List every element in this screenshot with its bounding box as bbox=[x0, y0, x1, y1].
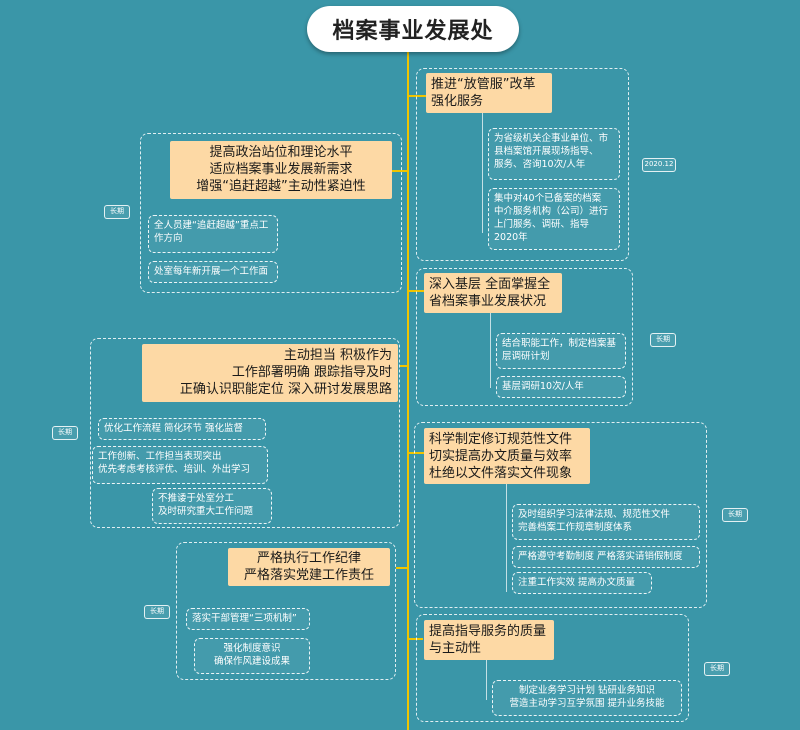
branch-group-initiative bbox=[90, 338, 400, 528]
branch-group-politics bbox=[140, 133, 402, 293]
deadline-tag: 长期 bbox=[650, 333, 676, 347]
connector bbox=[396, 567, 407, 569]
branch-main-politics: 提高政治站位和理论水平 适应档案事业发展新需求 增强“追赶超越”主动性紧迫性 bbox=[170, 141, 392, 199]
branch-main-grassroots: 深入基层 全面掌握全 省档案事业发展状况 bbox=[424, 273, 562, 313]
branch-main-discipline: 严格执行工作纪律 严格落实党建工作责任 bbox=[228, 548, 390, 586]
branch-group-documents bbox=[414, 422, 707, 608]
sub-connector bbox=[486, 660, 487, 700]
sub-node: 全人员建“追赶超越”重点工 作方向 bbox=[148, 215, 278, 253]
sub-node: 为省级机关企事业单位、市 县档案馆开展现场指导、 服务、咨询10次/人年 bbox=[488, 128, 620, 180]
sub-node: 集中对40个已备案的档案 中介服务机构（公司）进行 上门服务、调研、指导 202… bbox=[488, 188, 620, 250]
connector bbox=[409, 452, 425, 454]
sub-node: 结合职能工作，制定档案基 层调研计划 bbox=[496, 333, 626, 369]
connector bbox=[409, 290, 427, 292]
deadline-tag: 长期 bbox=[144, 605, 170, 619]
sub-node: 及时组织学习法律法规、规范性文件 完善档案工作规章制度体系 bbox=[512, 504, 700, 540]
connector bbox=[400, 365, 407, 367]
page-title: 档案事业发展处 bbox=[307, 6, 519, 52]
deadline-tag: 长期 bbox=[704, 662, 730, 676]
sub-connector bbox=[482, 113, 483, 233]
sub-node: 工作创新、工作担当表现突出 优先考虑考核评优、培训、外出学习 bbox=[92, 446, 268, 484]
branch-group-reform bbox=[416, 68, 629, 261]
branch-group-grassroots bbox=[416, 268, 633, 406]
sub-node: 不推诿于处室分工 及时研究重大工作问题 bbox=[152, 488, 272, 524]
sub-node: 处室每年新开展一个工作面 bbox=[148, 261, 278, 283]
branch-main-guidance: 提高指导服务的质量 与主动性 bbox=[424, 620, 554, 660]
deadline-tag: 长期 bbox=[722, 508, 748, 522]
sub-node: 严格遵守考勤制度 严格落实请销假制度 bbox=[512, 546, 700, 568]
sub-node: 强化制度意识 确保作风建设成果 bbox=[194, 638, 310, 674]
sub-node: 制定业务学习计划 钻研业务知识 营造主动学习互学氛围 提升业务技能 bbox=[492, 680, 682, 716]
deadline-tag: 2020.12 bbox=[642, 158, 676, 172]
sub-node: 优化工作流程 简化环节 强化监督 bbox=[98, 418, 266, 440]
branch-main-initiative: 主动担当 积极作为 工作部署明确 跟踪指导及时 正确认识职能定位 深入研讨发展思… bbox=[142, 344, 398, 402]
sub-connector bbox=[490, 313, 491, 388]
branch-main-reform: 推进“放管服”改革 强化服务 bbox=[426, 73, 552, 113]
branch-group-guidance bbox=[416, 614, 689, 722]
branch-group-discipline bbox=[176, 542, 396, 680]
deadline-tag: 长期 bbox=[52, 426, 78, 440]
trunk-line bbox=[407, 50, 409, 730]
sub-node: 基层调研10次/人年 bbox=[496, 376, 626, 398]
connector bbox=[409, 95, 427, 97]
deadline-tag: 长期 bbox=[104, 205, 130, 219]
sub-node: 注重工作实效 提高办文质量 bbox=[512, 572, 652, 594]
sub-node: 落实干部管理“三项机制” bbox=[186, 608, 310, 630]
sub-connector bbox=[506, 484, 507, 592]
connector bbox=[389, 170, 407, 172]
branch-main-documents: 科学制定修订规范性文件 切实提高办文质量与效率 杜绝以文件落实文件现象 bbox=[424, 428, 590, 484]
